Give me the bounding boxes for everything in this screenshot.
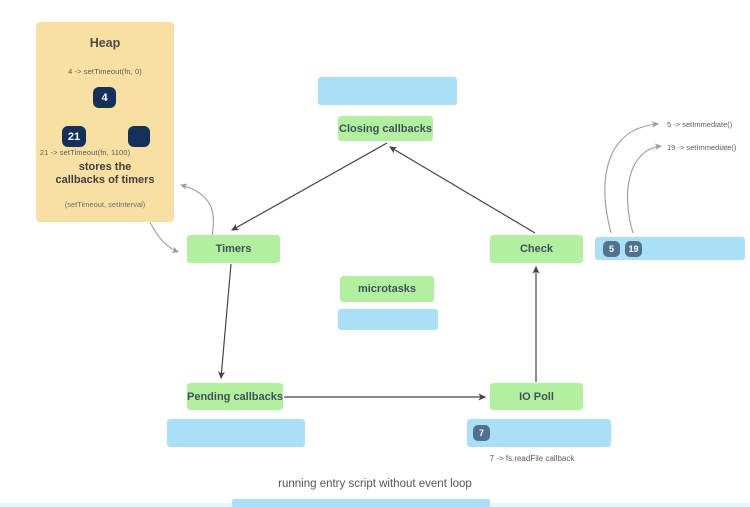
annotation-setimmediate-19: 19 -> setImmediate() xyxy=(667,143,737,152)
arrow-timers-to-heap xyxy=(179,183,215,237)
arrow-timers-to-pending xyxy=(218,263,232,380)
heap-title: Heap xyxy=(89,36,121,50)
io-queue-item-7: 7 xyxy=(473,425,490,441)
heap-caption: stores the callbacks of timers xyxy=(55,161,155,186)
phase-closing-callbacks: Closing callbacks xyxy=(338,116,433,141)
phase-microtasks: microtasks xyxy=(340,276,434,302)
phase-io-poll: IO Poll xyxy=(490,383,583,410)
heap-node-empty xyxy=(128,126,150,147)
check-queue: 5 19 xyxy=(595,237,745,260)
phase-timers: Timers xyxy=(187,235,280,263)
bottom-queue-edge xyxy=(0,503,750,507)
heap-node-4: 4 xyxy=(93,87,116,108)
arrow-badge19-to-label xyxy=(627,143,663,234)
heap-annotation-settimeout-0: 4 -> setTimeout(fn, 0) xyxy=(68,67,142,76)
heap-panel xyxy=(36,22,174,222)
phase-check: Check xyxy=(490,235,583,263)
arrow-badge5-to-label xyxy=(604,121,660,234)
diagram-caption: running entry script without event loop xyxy=(278,478,472,490)
heap-node-21: 21 xyxy=(62,126,86,147)
heap-subcaption: (setTimeout, setInterval) xyxy=(64,200,146,209)
check-queue-item-5: 5 xyxy=(603,240,620,257)
microtasks-queue xyxy=(338,309,438,330)
io-poll-queue: 7 xyxy=(467,419,611,447)
check-queue-item-19: 19 xyxy=(625,240,642,257)
pending-callbacks-queue xyxy=(167,419,305,447)
annotation-readfile-7: 7 -> fs.readFile callback xyxy=(489,454,575,463)
arrow-closing-to-timers xyxy=(230,142,388,231)
arrow-check-to-closing xyxy=(388,146,536,234)
annotation-setimmediate-5: 5 -> setImmediate() xyxy=(667,120,733,129)
closing-callbacks-queue xyxy=(318,77,457,105)
heap-annotation-settimeout-1100: 21 -> setTimeout(fn, 1100) xyxy=(39,148,131,157)
bottom-queue-partial xyxy=(232,499,490,507)
phase-pending-callbacks: Pending callbacks xyxy=(187,383,283,410)
